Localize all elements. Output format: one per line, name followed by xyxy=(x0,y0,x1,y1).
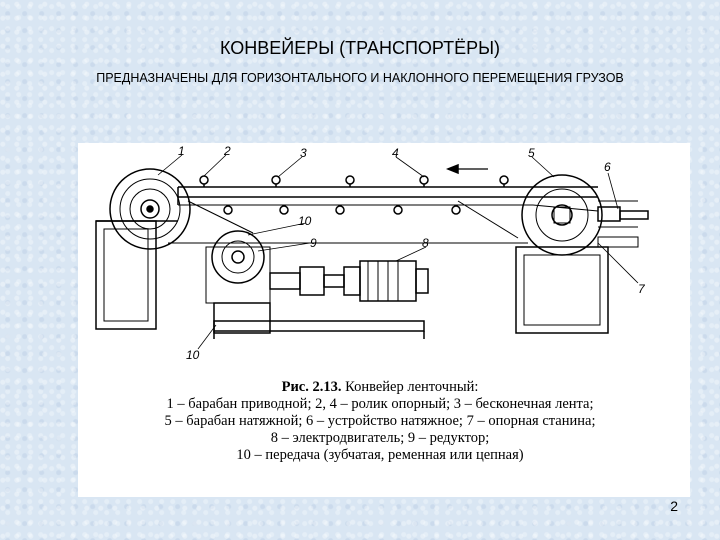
callout-6: 6 xyxy=(604,160,611,174)
caption-line-3: 8 – электродвигатель; 9 – редуктор; xyxy=(270,430,490,446)
conveyor-drawing: 1 2 3 4 5 6 7 8 9 10 10 xyxy=(95,144,649,362)
leader-lines xyxy=(157,154,639,350)
conveyor-figure: 1 2 3 4 5 6 7 8 9 10 10 Рис. 2.13. Конве… xyxy=(78,143,690,497)
callout-8: 8 xyxy=(422,236,429,250)
slide-subtitle: ПРЕДНАЗНАЧЕНЫ ДЛЯ ГОРИЗОНТАЛЬНОГО И НАКЛ… xyxy=(96,71,624,85)
callout-10-upper: 10 xyxy=(298,214,312,228)
callout-3: 3 xyxy=(300,146,307,160)
left-stand xyxy=(95,220,178,330)
callout-10-lower: 10 xyxy=(186,348,200,362)
callout-7: 7 xyxy=(638,282,646,296)
callout-1: 1 xyxy=(178,144,185,158)
figure-caption: Рис. 2.13. Конвейер ленточный: 1 – бараб… xyxy=(120,379,640,464)
callout-4: 4 xyxy=(392,146,399,160)
caption-line-1: 1 – барабан приводной; 2, 4 – ролик опор… xyxy=(166,396,594,412)
callout-2: 2 xyxy=(223,144,231,158)
support-rollers-top xyxy=(199,175,509,187)
callout-9: 9 xyxy=(310,236,317,250)
right-stand xyxy=(515,246,609,334)
drive-drum xyxy=(109,168,191,250)
page-number: 2 xyxy=(670,498,678,514)
tension-device xyxy=(597,200,649,248)
caption-heading: Рис. 2.13. Конвейер ленточный: xyxy=(120,379,640,396)
callout-5: 5 xyxy=(528,146,535,160)
motor xyxy=(269,260,429,302)
tension-drum xyxy=(521,174,603,256)
caption-line-4: 10 – передача (зубчатая, ременная или це… xyxy=(236,447,524,463)
base-frame xyxy=(213,320,425,339)
reducer xyxy=(205,230,271,334)
support-rollers-bottom xyxy=(223,205,461,215)
slide-title: КОНВЕЙЕРЫ (ТРАНСПОРТЁРЫ) xyxy=(219,38,501,58)
caption-title-rest: Конвейер ленточный: xyxy=(341,379,479,395)
caption-title: Рис. 2.13. xyxy=(281,379,342,395)
caption-line-2: 5 – барабан натяжной; 6 – устройство нат… xyxy=(164,413,596,429)
